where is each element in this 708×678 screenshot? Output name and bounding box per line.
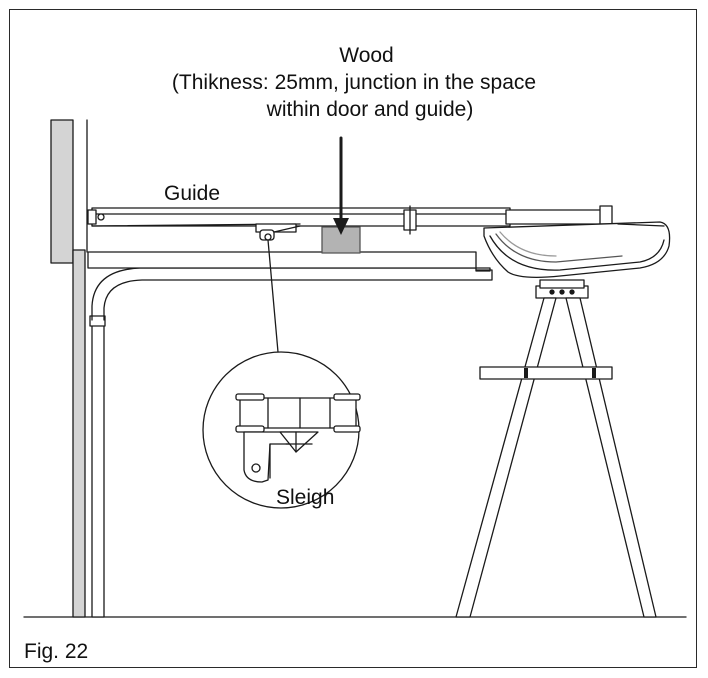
door-vertical-track	[91, 319, 105, 618]
figure-caption: Fig. 22	[24, 640, 89, 663]
sleigh-detail-drawing	[235, 393, 361, 483]
wood-spec-line: (Thikness: 25mm, junction in the space	[171, 71, 537, 94]
wood-title: Wood	[339, 44, 394, 67]
guide-rail	[91, 207, 511, 227]
door-curved-track	[91, 267, 491, 321]
guide-label: Guide	[164, 182, 221, 205]
sleigh-label: Sleigh	[276, 486, 335, 509]
door-panel-top	[87, 251, 477, 269]
wood-arrow-head	[333, 218, 349, 235]
trestle-stand	[455, 297, 657, 618]
door-jamb	[72, 249, 86, 618]
opener-motor-unit	[483, 221, 671, 278]
stand-mount	[535, 279, 589, 299]
wood-spec-line-2: within door and guide)	[266, 98, 474, 121]
sleigh-leader-line	[267, 239, 279, 353]
wood-callout-label: Wood (Thikness: 25mm, junction in the sp…	[0, 42, 708, 123]
wall-header	[50, 119, 74, 264]
sleigh-on-guide	[255, 223, 301, 241]
